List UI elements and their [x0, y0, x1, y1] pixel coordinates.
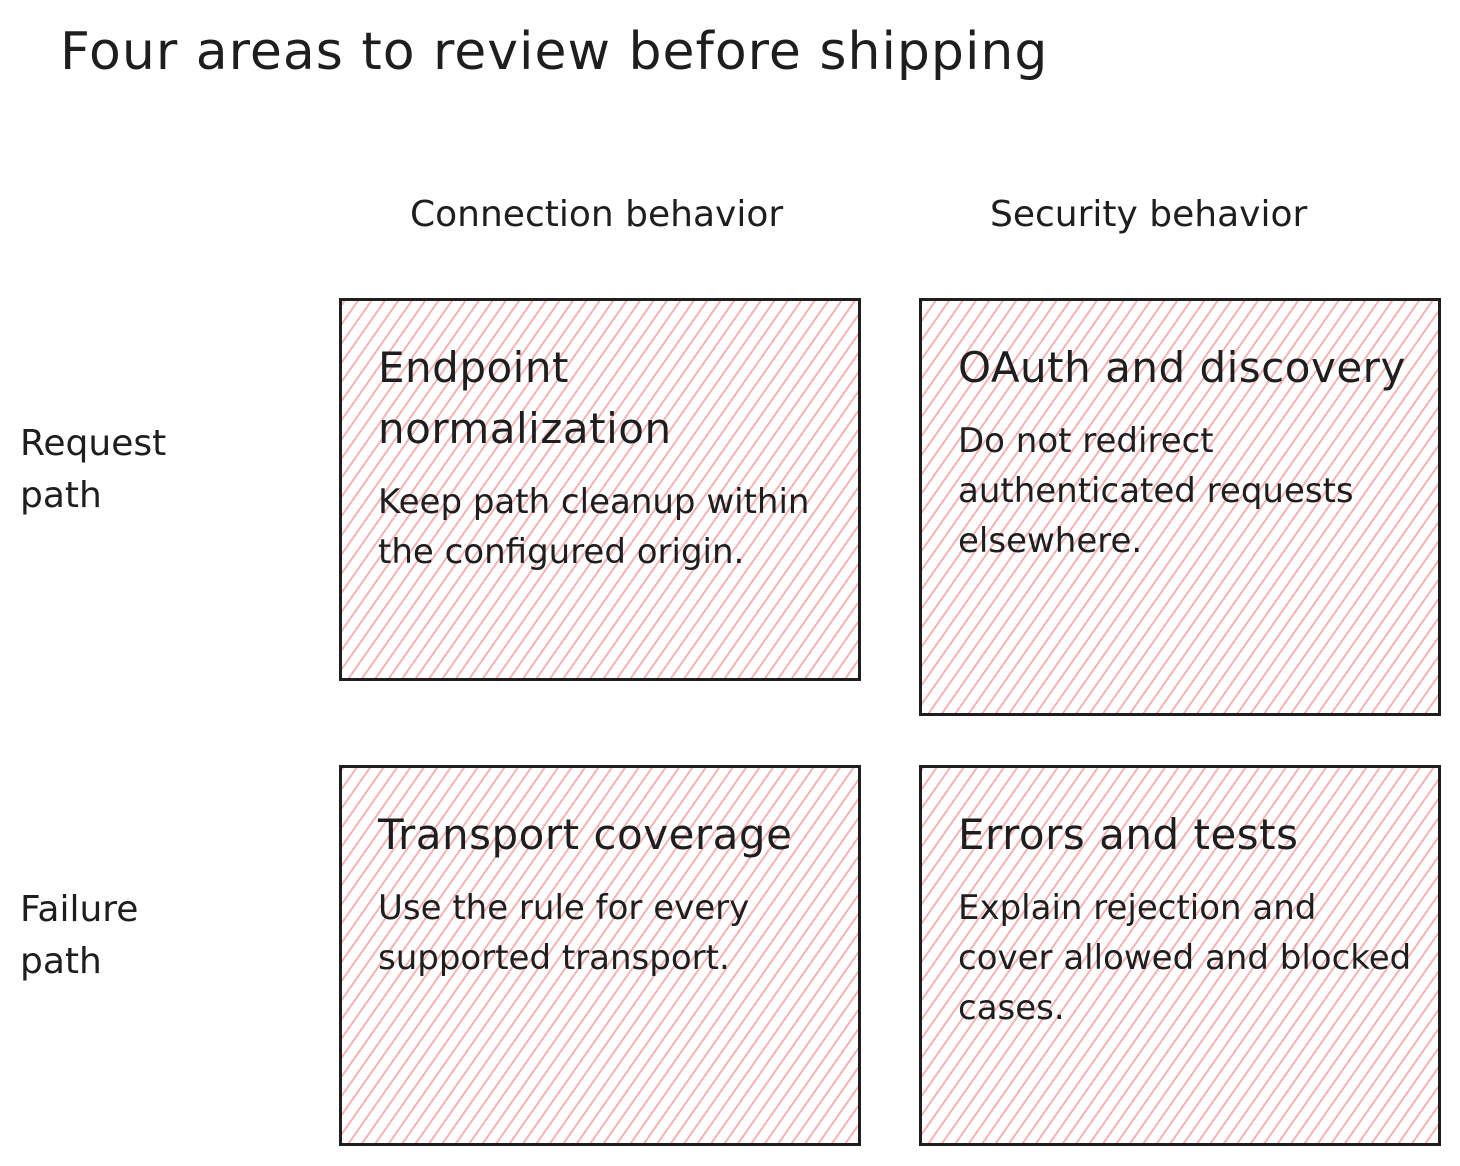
- card-body: Use the rule for every supported transpo…: [378, 888, 750, 978]
- card-oauth-discovery: OAuth and discovery Do not redirect auth…: [919, 298, 1441, 716]
- card-body: Keep path cleanup within the configured …: [378, 482, 810, 572]
- row-label-request: Request path: [20, 423, 167, 516]
- card-transport-coverage: Transport coverage Use the rule for ever…: [339, 765, 861, 1146]
- card-body: Explain rejection and cover allowed and …: [958, 888, 1412, 1028]
- row-label-failure: Failure path: [20, 889, 139, 982]
- diagram-title: Four areas to review before shipping: [60, 22, 1049, 82]
- card-title: Transport coverage: [378, 810, 793, 859]
- card-title: OAuth and discovery: [958, 343, 1406, 392]
- card-endpoint-normalization: Endpoint normalization Keep path cleanup…: [339, 298, 861, 681]
- column-header-security: Security behavior: [990, 194, 1308, 235]
- column-header-connection: Connection behavior: [410, 194, 784, 235]
- card-body: Do not redirect authenticated requests e…: [958, 421, 1354, 561]
- card-title: Errors and tests: [958, 810, 1299, 859]
- card-errors-tests: Errors and tests Explain rejection and c…: [919, 765, 1441, 1146]
- card-title: Endpoint normalization: [378, 343, 672, 453]
